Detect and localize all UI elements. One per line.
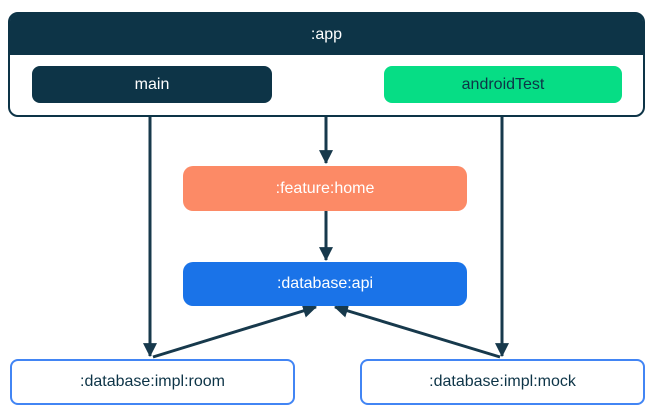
node-database-api-label: :database:api bbox=[276, 275, 374, 292]
source-set-androidtest-label: androidTest bbox=[461, 75, 545, 93]
node-app-label: :app bbox=[310, 25, 343, 43]
arrow-database-impl-mock-to-database-api bbox=[333, 304, 501, 359]
node-database-impl-mock-label: :database:impl:mock bbox=[429, 373, 576, 390]
node-database-impl-room: :database:impl:room bbox=[10, 359, 295, 405]
source-set-main-label: main bbox=[134, 75, 170, 93]
node-app-container: :app main androidTest bbox=[8, 12, 645, 117]
node-feature-home-label: :feature:home bbox=[275, 179, 375, 197]
node-source-set-main: main bbox=[32, 66, 272, 103]
node-feature-home: :feature:home bbox=[183, 166, 467, 211]
node-database-impl-room-label: :database:impl:room bbox=[80, 373, 225, 390]
node-database-api: :database:api bbox=[183, 262, 467, 306]
node-database-impl-mock: :database:impl:mock bbox=[360, 359, 645, 405]
node-app-header: :app bbox=[10, 14, 643, 55]
arrow-database-impl-room-to-database-api bbox=[152, 304, 318, 359]
node-source-set-androidtest: androidTest bbox=[384, 66, 622, 103]
